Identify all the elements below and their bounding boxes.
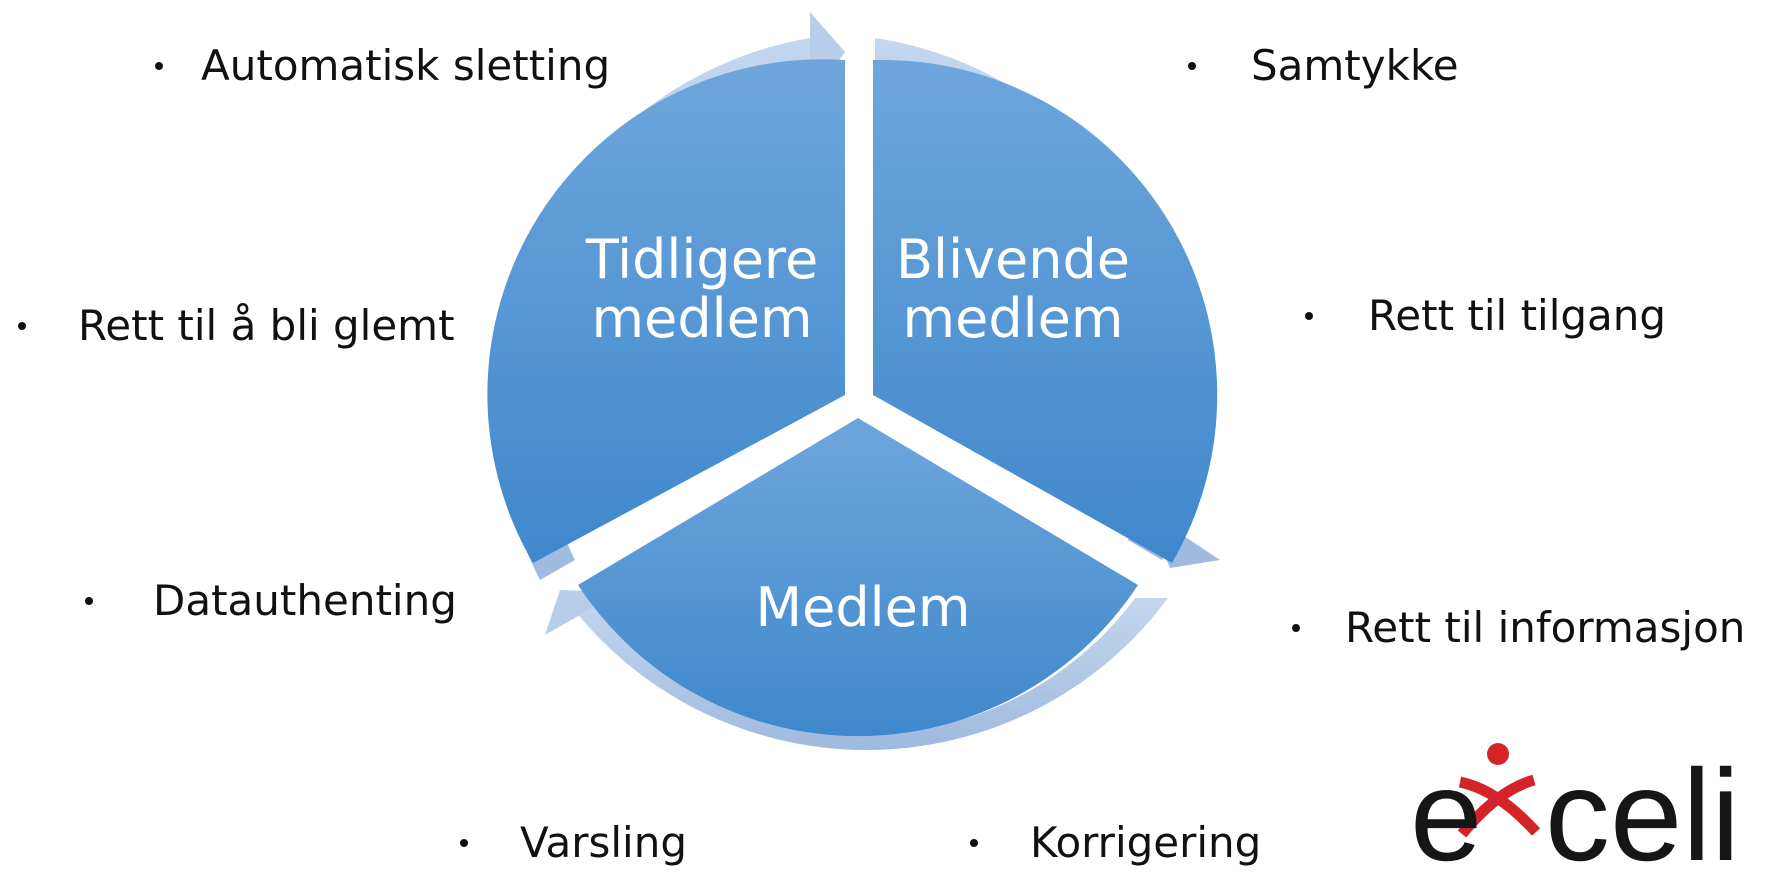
bullet-text: Rett til tilgang: [1368, 291, 1667, 340]
cycle-segments: [487, 59, 1218, 737]
logo-e: e: [1410, 742, 1483, 888]
bullet-text: Rett til informasjon: [1345, 603, 1746, 652]
bullet-rett-til-informasjon: Rett til informasjon: [1292, 607, 1745, 649]
bullet-varsling: Varsling: [460, 822, 687, 864]
bullet-korrigering: Korrigering: [970, 822, 1261, 864]
logo-x-mark-icon: [1457, 743, 1541, 837]
bullet-dot: [155, 62, 163, 70]
bullet-dot: [460, 839, 468, 847]
segment-tidligere: [487, 59, 845, 564]
segment-medlem: [578, 418, 1138, 737]
bullet-dot: [970, 839, 978, 847]
bullet-text: Automatisk sletting: [201, 41, 611, 90]
segment-label-tidligere-line2: medlem: [591, 287, 813, 351]
bullet-rett-til-tilgang: Rett til tilgang: [1305, 295, 1666, 337]
segment-label-medlem: Medlem: [733, 576, 993, 639]
bullet-datauthenting: Datauthenting: [85, 580, 457, 622]
bullet-rett-til-aa-bli-glemt: Rett til å bli glemt: [18, 305, 455, 347]
segment-label-tidligere: Tidligere medlem: [572, 230, 832, 349]
bullet-text: Rett til å bli glemt: [78, 301, 455, 350]
segment-label-tidligere-line1: Tidligere: [585, 228, 819, 291]
segment-blivende: [873, 59, 1218, 564]
bullet-samtykke: Samtykke: [1188, 45, 1459, 87]
bullet-dot: [1305, 312, 1313, 320]
bullet-dot: [1292, 624, 1300, 632]
arrow-ring-bottom: [565, 598, 1168, 751]
bullet-dot: [18, 322, 26, 330]
segment-label-blivende: Blivende medlem: [883, 230, 1143, 349]
segment-label-blivende-line1: Blivende: [896, 228, 1130, 291]
bullet-text: Korrigering: [1030, 818, 1262, 867]
segment-label-blivende-line2: medlem: [902, 287, 1124, 351]
bullet-text: Samtykke: [1251, 41, 1459, 90]
bullet-text: Varsling: [520, 818, 687, 867]
bullet-dot: [85, 597, 93, 605]
bullet-automatisk-sletting: Automatisk sletting: [155, 45, 610, 87]
segment-label-medlem-line1: Medlem: [755, 576, 971, 639]
bullet-dot: [1188, 62, 1196, 70]
bullet-text: Datauthenting: [153, 576, 457, 625]
logo-celi: celi: [1545, 742, 1741, 888]
